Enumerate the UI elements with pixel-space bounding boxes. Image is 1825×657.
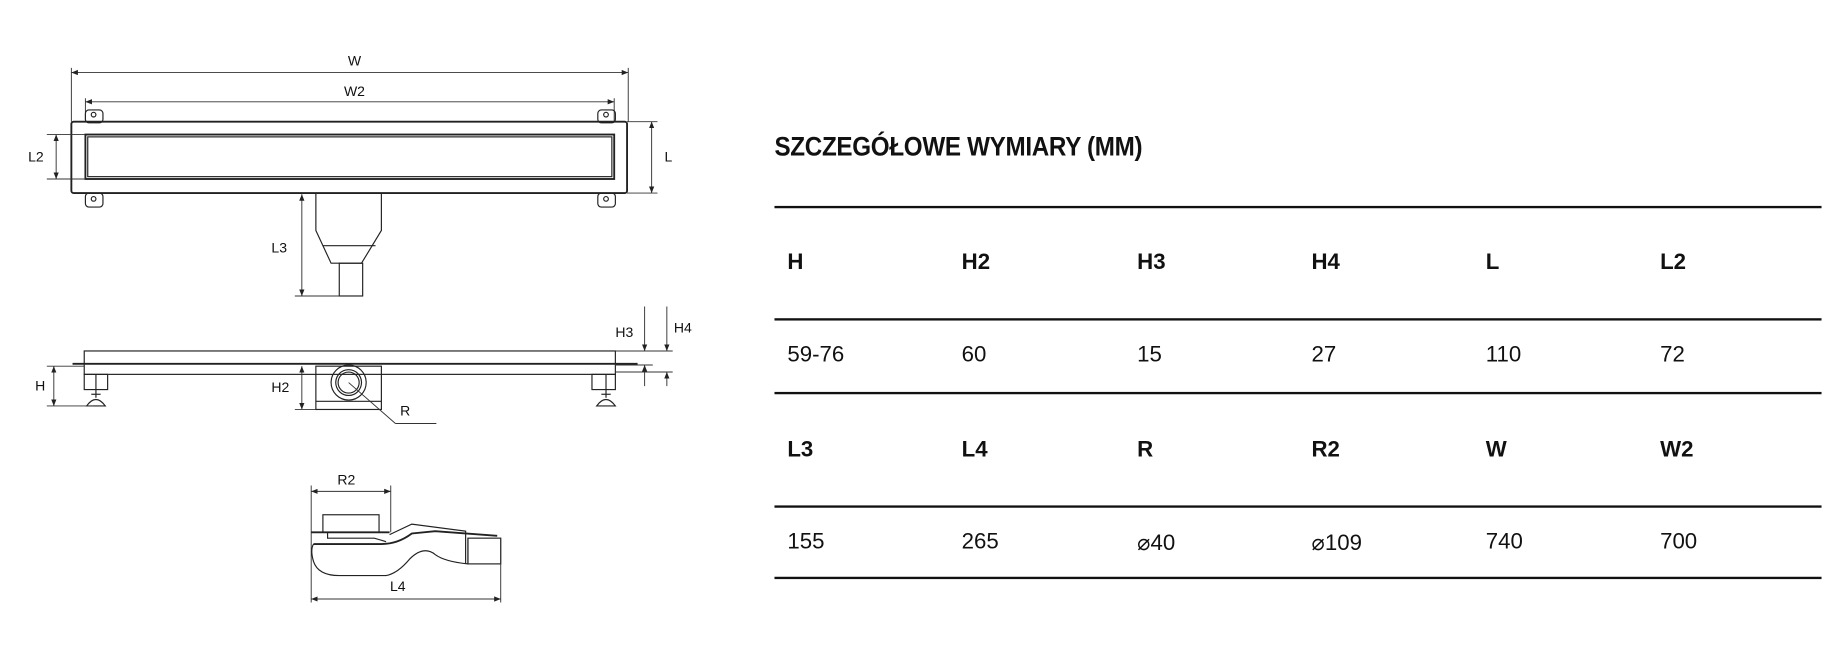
label-l3: L3 xyxy=(271,240,287,256)
column-header: L4 xyxy=(961,437,988,463)
table-divider xyxy=(774,505,1822,508)
top-view: W W2 L L2 xyxy=(28,53,673,297)
label-r: R xyxy=(400,402,410,418)
siphon-view: R2 L4 xyxy=(310,471,502,603)
column-header: W2 xyxy=(1660,437,1694,463)
column-header: H2 xyxy=(961,250,991,275)
cell-value: 155 xyxy=(787,529,825,555)
column-header: L3 xyxy=(787,437,814,463)
column-header: H xyxy=(787,250,804,275)
label-w2: W2 xyxy=(344,83,365,99)
cell-value: 60 xyxy=(961,342,987,368)
cell-value: 27 xyxy=(1311,342,1337,368)
column-header: R2 xyxy=(1311,437,1340,463)
label-w: W xyxy=(348,53,362,69)
outlet xyxy=(315,193,382,264)
outlet-box xyxy=(315,365,382,411)
column-header: L2 xyxy=(1660,250,1687,275)
table-divider xyxy=(774,205,1822,209)
label-h4: H4 xyxy=(674,319,692,335)
label-l4: L4 xyxy=(390,578,406,594)
cell-value: ⌀109 xyxy=(1311,531,1362,556)
table-divider xyxy=(774,576,1822,580)
table-title: SZCZEGÓŁOWE WYMIARY (MM) xyxy=(774,131,1143,162)
technical-drawing: W W2 L L2 xyxy=(28,53,692,603)
table-divider xyxy=(774,318,1822,321)
label-h2: H2 xyxy=(271,379,289,395)
column-header: L xyxy=(1485,250,1500,275)
drain-body xyxy=(70,120,629,194)
label-r2: R2 xyxy=(337,471,355,487)
cell-value: 15 xyxy=(1137,342,1162,368)
cell-value: 72 xyxy=(1660,342,1685,368)
side-view: H R H2 H3 H4 xyxy=(35,306,692,424)
label-h: H xyxy=(35,378,45,394)
cell-value: 59-76 xyxy=(787,342,845,368)
table-divider xyxy=(774,391,1822,395)
column-header: H3 xyxy=(1137,250,1166,275)
label-h3: H3 xyxy=(615,324,633,340)
column-header: H4 xyxy=(1311,250,1340,275)
drain-slot xyxy=(84,133,616,180)
cell-value: 265 xyxy=(961,529,999,555)
cell-value: 700 xyxy=(1660,529,1698,555)
column-header: R xyxy=(1137,437,1154,463)
cell-value: 740 xyxy=(1485,529,1523,555)
label-l2: L2 xyxy=(28,148,44,164)
label-l: L xyxy=(665,148,673,164)
cell-value: ⌀40 xyxy=(1137,531,1176,556)
cell-value: 110 xyxy=(1485,342,1522,368)
column-header: W xyxy=(1485,437,1507,463)
